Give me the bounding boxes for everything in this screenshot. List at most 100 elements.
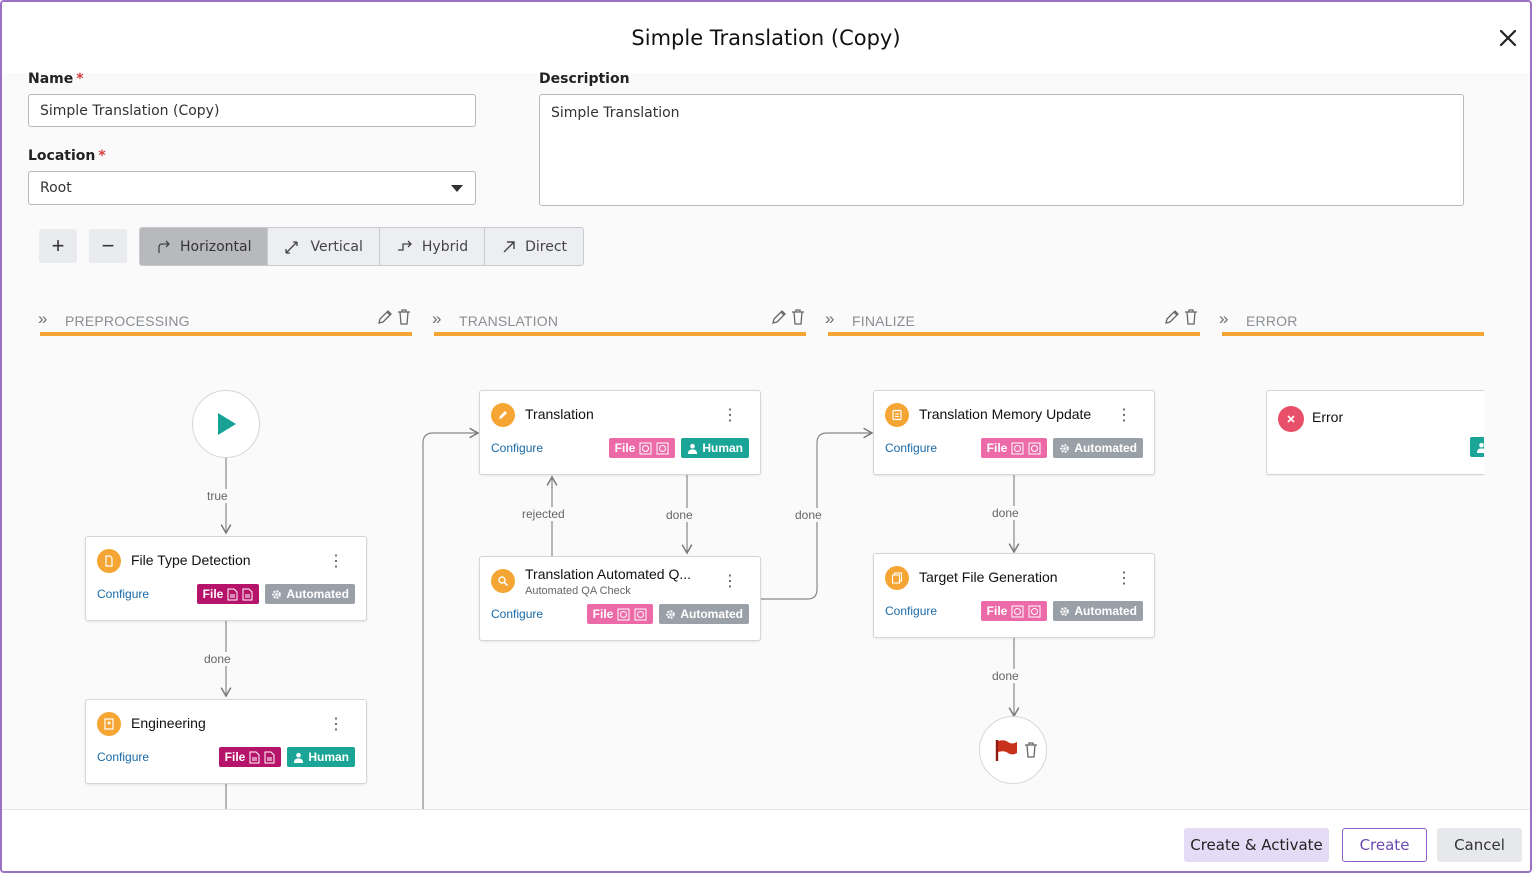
- gear-icon: [1060, 606, 1070, 616]
- pencil-icon[interactable]: [770, 308, 788, 326]
- file-target-icon: [1028, 442, 1041, 454]
- pencil-icon[interactable]: [1163, 308, 1181, 326]
- node-target-file-generation[interactable]: Target File Generation ⋮ Configure File …: [873, 553, 1155, 638]
- gear-icon: [1060, 443, 1070, 453]
- play-icon: [218, 413, 236, 435]
- end-node[interactable]: [979, 716, 1047, 784]
- file-doc-icon: [227, 588, 238, 600]
- trash-icon[interactable]: [790, 308, 806, 326]
- hybrid-layout-icon: [397, 240, 412, 251]
- description-label: Description: [539, 71, 630, 87]
- node-title: File Type Detection: [131, 552, 251, 568]
- node-translation[interactable]: Translation ⋮ Configure File Human: [479, 390, 761, 475]
- configure-link[interactable]: Configure: [97, 750, 150, 764]
- location-select[interactable]: Root: [28, 171, 476, 205]
- zoom-in-button[interactable]: +: [39, 229, 77, 263]
- node-title: Error: [1312, 409, 1344, 425]
- cancel-button[interactable]: Cancel: [1437, 828, 1522, 862]
- configure-link[interactable]: Configure: [885, 604, 938, 618]
- kebab-menu-icon[interactable]: ⋮: [1116, 407, 1132, 424]
- node-engineering[interactable]: Engineering ⋮ Configure File Human: [85, 699, 367, 784]
- trash-icon[interactable]: [1183, 308, 1199, 326]
- layout-horizontal-button[interactable]: Horizontal: [140, 228, 269, 265]
- gear-icon: [272, 589, 282, 599]
- start-node[interactable]: [192, 390, 260, 458]
- layout-switcher: Horizontal Vertical Hybrid Direct: [139, 227, 585, 266]
- gear-icon: [666, 609, 676, 619]
- edge-label: true: [205, 489, 230, 503]
- dialog-footer: Create & Activate Create Cancel: [2, 809, 1530, 871]
- direct-layout-icon: [503, 240, 515, 252]
- horizontal-layout-icon: [158, 240, 170, 253]
- node-subtitle: Automated QA Check: [525, 585, 631, 597]
- stage-header-error: » ERROR: [1219, 305, 1484, 337]
- edge-label: done: [990, 506, 1021, 520]
- node-title: Translation Automated Q...: [525, 566, 692, 582]
- node-error[interactable]: Error: [1266, 390, 1484, 475]
- name-input[interactable]: Simple Translation (Copy): [28, 94, 476, 127]
- configure-link[interactable]: Configure: [97, 587, 150, 601]
- engineering-icon: [97, 712, 121, 736]
- vertical-layout-icon: [285, 240, 299, 254]
- node-file-type-detection[interactable]: File Type Detection ⋮ Configure File Aut…: [85, 536, 367, 621]
- kebab-menu-icon[interactable]: ⋮: [328, 716, 344, 733]
- double-chevron-icon[interactable]: »: [1219, 309, 1229, 328]
- stage-header-translation: » TRANSLATION: [432, 305, 806, 337]
- edge-label: done: [202, 652, 233, 666]
- kebab-menu-icon[interactable]: ⋮: [328, 553, 344, 570]
- name-value: Simple Translation (Copy): [40, 102, 220, 119]
- edge-label: done: [664, 508, 695, 522]
- dialog-title: Simple Translation (Copy): [631, 26, 901, 50]
- create-button[interactable]: Create: [1342, 828, 1427, 862]
- description-textarea[interactable]: Simple Translation: [539, 94, 1464, 206]
- name-label: Name*: [28, 71, 84, 87]
- location-value: Root: [40, 180, 72, 196]
- layout-vertical-button[interactable]: Vertical: [268, 228, 380, 265]
- kebab-menu-icon[interactable]: ⋮: [1116, 570, 1132, 587]
- create-and-activate-button[interactable]: Create & Activate: [1184, 828, 1329, 862]
- layout-hybrid-button[interactable]: Hybrid: [380, 228, 486, 265]
- trash-icon[interactable]: [396, 308, 412, 326]
- kebab-menu-icon[interactable]: ⋮: [722, 573, 738, 590]
- node-tm-update[interactable]: Translation Memory Update ⋮ Configure Fi…: [873, 390, 1155, 475]
- configure-link[interactable]: Configure: [885, 441, 938, 455]
- configure-link[interactable]: Configure: [491, 607, 544, 621]
- file-target-icon: [1028, 605, 1041, 617]
- configure-link[interactable]: Configure: [491, 441, 544, 455]
- file-target-icon: [1011, 605, 1024, 617]
- node-title: Translation: [525, 406, 594, 422]
- edge-label: done: [990, 669, 1021, 683]
- stage-name: ERROR: [1246, 313, 1298, 329]
- stage-bar-translation: [434, 332, 806, 336]
- close-icon[interactable]: [1496, 26, 1520, 50]
- automated-badge: Automated: [1053, 601, 1143, 621]
- human-badge: Human: [287, 747, 355, 767]
- kebab-menu-icon[interactable]: ⋮: [722, 407, 738, 424]
- location-label: Location*: [28, 148, 106, 164]
- stage-name: PREPROCESSING: [65, 313, 190, 329]
- file-doc-icon: [249, 751, 260, 763]
- stage-header-finalize: » FINALIZE: [825, 305, 1199, 337]
- node-translation-qa[interactable]: Translation Automated Q... Automated QA …: [479, 556, 761, 641]
- stage-name: FINALIZE: [852, 313, 916, 329]
- person-icon: [688, 443, 698, 454]
- zoom-out-button[interactable]: −: [89, 229, 127, 263]
- layout-direct-button[interactable]: Direct: [485, 228, 583, 265]
- file-badge: File: [586, 604, 654, 624]
- file-target-icon: [617, 608, 630, 620]
- person-icon: [294, 752, 304, 763]
- double-chevron-icon[interactable]: »: [432, 309, 442, 328]
- pencil-icon[interactable]: [376, 308, 394, 326]
- copy-icon: [885, 566, 909, 590]
- automated-badge: Automated: [265, 584, 355, 604]
- trash-icon[interactable]: [1023, 741, 1039, 759]
- file-target-icon: [656, 442, 669, 454]
- file-target-icon: [634, 608, 647, 620]
- edge-label: rejected: [520, 507, 567, 521]
- file-doc-icon: [264, 751, 275, 763]
- edge-label: done: [793, 508, 824, 522]
- double-chevron-icon[interactable]: »: [825, 309, 835, 328]
- node-title: Engineering: [131, 715, 206, 731]
- double-chevron-icon[interactable]: »: [38, 309, 48, 328]
